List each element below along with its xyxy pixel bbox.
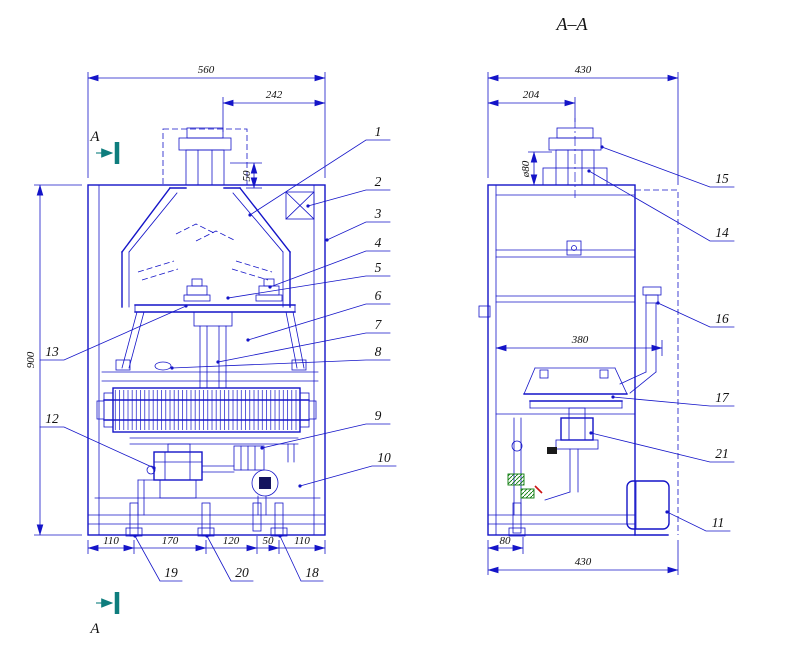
front-view: 560 242 900 50 [25, 64, 397, 582]
front-flue-stack [162, 127, 248, 186]
callout-8: 8 [375, 344, 382, 359]
dim-label-170: 170 [162, 535, 179, 547]
callout-7: 7 [375, 317, 383, 332]
dim-label-430-top: 430 [575, 64, 592, 76]
dim-label-380: 380 [571, 334, 589, 346]
dim-label-50b: 50 [263, 535, 275, 547]
callout-11: 11 [712, 515, 725, 530]
front-lower-piping [94, 437, 321, 516]
dim-label-50-flue: 50 [241, 170, 253, 182]
section-mark-bottom: A [89, 592, 120, 637]
callout-9: 9 [375, 408, 382, 423]
section-lower-piping [507, 417, 579, 537]
section-title: A–A [556, 14, 589, 34]
front-venturi-pipes [101, 311, 319, 389]
front-bottom-fittings [125, 502, 288, 537]
front-combustion-hood [121, 187, 291, 308]
section-hood-burner [495, 367, 636, 415]
section-mark-top: A [89, 129, 120, 164]
callout-17: 17 [715, 390, 730, 405]
red-detail [534, 485, 543, 494]
callout-12: 12 [45, 411, 59, 426]
front-gas-valve [146, 443, 203, 499]
front-callouts-left: 13 12 [39, 304, 188, 470]
callout-16: 16 [715, 311, 729, 326]
section-gas-valve [547, 407, 599, 454]
sight-glass [154, 361, 172, 371]
section-dimensions: 430 204 ø80 380 80 430 [487, 64, 679, 575]
section-flue-stack [542, 118, 608, 198]
callout-14: 14 [715, 225, 729, 240]
section-return-pipe-valve [619, 286, 662, 394]
dim-label-110a: 110 [103, 535, 119, 547]
section-mark-top-label: A [89, 129, 100, 145]
callout-10: 10 [377, 450, 391, 465]
green-detail-1 [507, 473, 525, 486]
callout-21: 21 [715, 446, 729, 461]
dim-label-110b: 110 [294, 535, 310, 547]
front-heat-exchanger [96, 387, 317, 433]
dim-label-dia80: ø80 [520, 160, 532, 178]
front-callouts-bottom: 19 20 18 [133, 534, 324, 582]
callout-1: 1 [375, 124, 382, 139]
dim-label-120: 120 [223, 535, 240, 547]
section-mark-bottom-label: A [89, 621, 100, 637]
dim-label-900: 900 [25, 351, 37, 368]
callout-19: 19 [164, 565, 178, 580]
front-callouts-right: 1 2 3 4 5 6 7 8 9 10 [170, 124, 397, 488]
dim-label-430-bottom: 430 [575, 556, 592, 568]
section-callouts: 15 14 16 17 21 11 [587, 145, 735, 532]
callout-6: 6 [375, 288, 382, 303]
callout-20: 20 [235, 565, 249, 580]
callout-3: 3 [374, 206, 382, 221]
section-view: A–A [478, 14, 735, 575]
dim-label-560: 560 [198, 64, 215, 76]
dim-label-242: 242 [266, 89, 283, 101]
section-body [478, 184, 679, 536]
callout-15: 15 [715, 171, 729, 186]
callout-2: 2 [375, 174, 382, 189]
section-cut-marks: A A [89, 129, 120, 637]
dim-label-80: 80 [500, 535, 512, 547]
callout-4: 4 [375, 235, 382, 250]
callout-13: 13 [45, 344, 59, 359]
section-cylinder [626, 480, 670, 530]
callout-18: 18 [305, 565, 319, 580]
front-baffles-hidden [137, 223, 273, 281]
front-ignition-box [285, 191, 315, 220]
front-pump [233, 445, 279, 497]
callout-5: 5 [375, 260, 382, 275]
dim-label-204: 204 [523, 89, 540, 101]
green-detail-2 [520, 488, 535, 499]
